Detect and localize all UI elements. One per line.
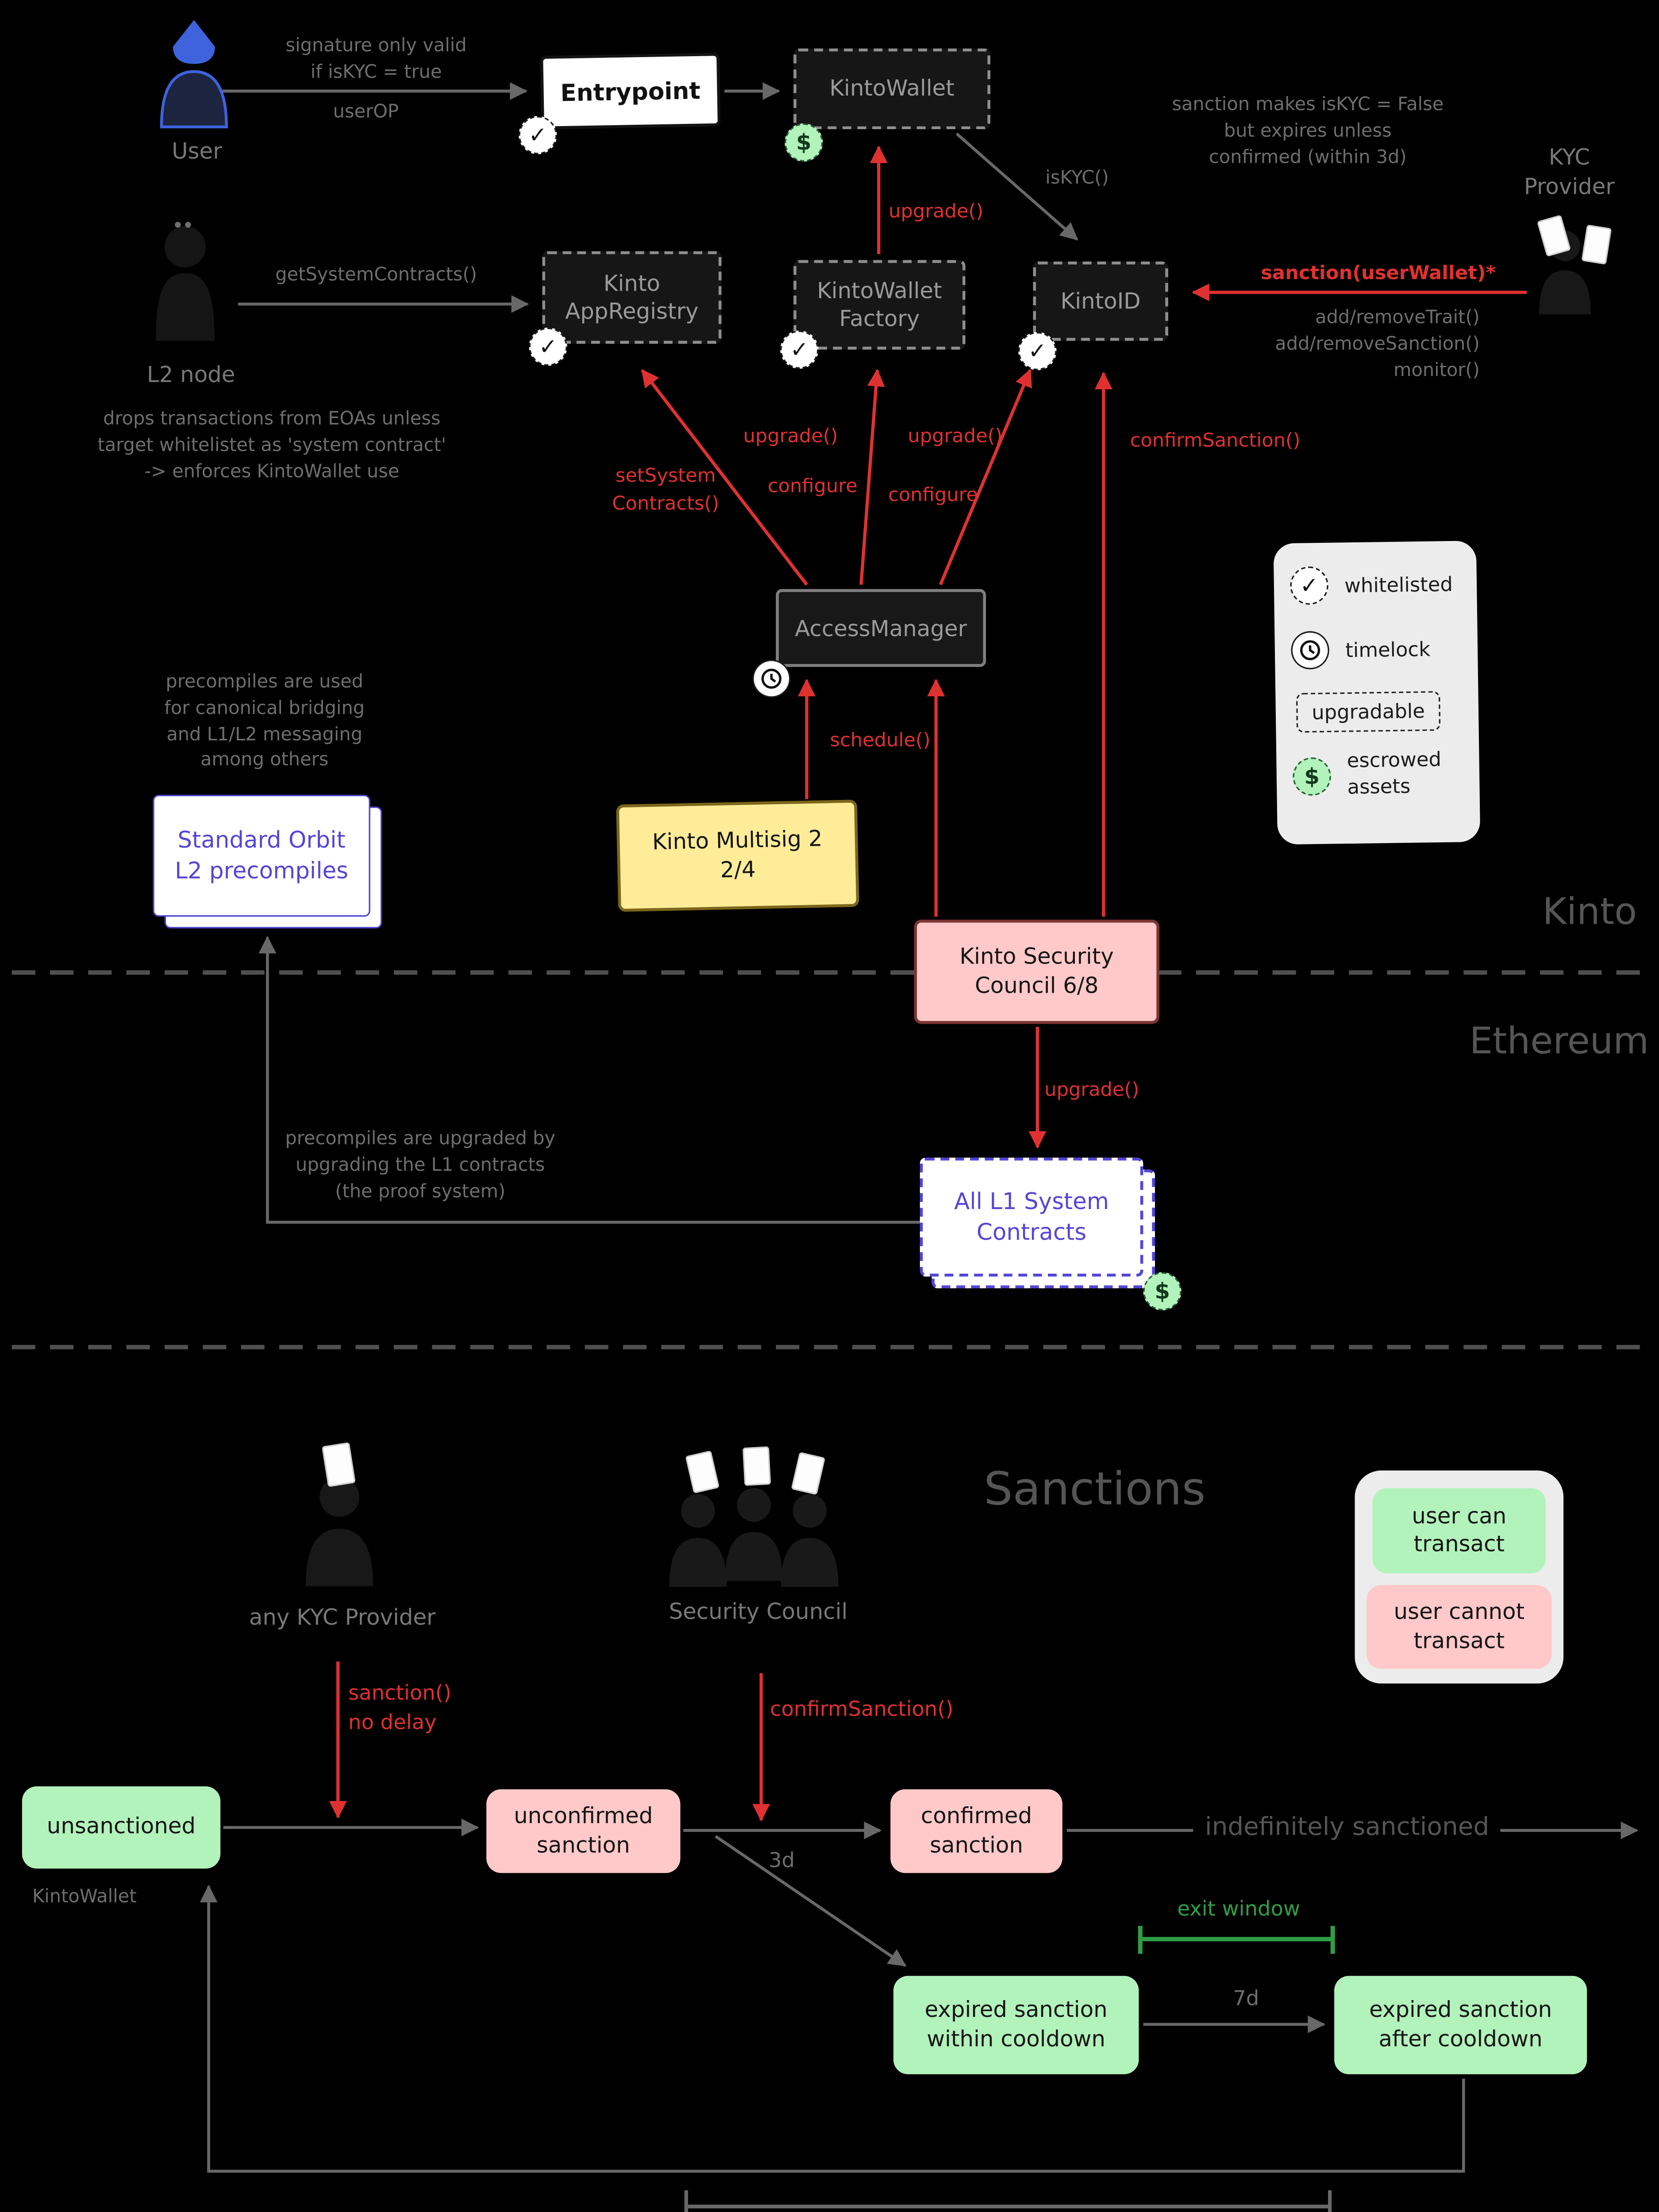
ethereum-section-label: Ethereum xyxy=(1469,1019,1649,1062)
legend-user-can-transact: user can transact xyxy=(1372,1488,1546,1574)
whitelisted-badge-icon: ✓ xyxy=(529,327,567,366)
timelock-badge-icon xyxy=(752,659,791,698)
sanctions-title: Sanctions xyxy=(984,1463,1206,1516)
whitelisted-badge-icon: ✓ xyxy=(1289,566,1329,605)
timelock-badge-icon xyxy=(1290,631,1330,670)
three-days-label: 3d xyxy=(768,1849,795,1873)
legend-escrowed-label: escrowed assets xyxy=(1347,748,1442,799)
precompiles-usage-note: precompiles are used for canonical bridg… xyxy=(164,670,365,770)
kintowallet-box: KintoWallet xyxy=(793,48,991,130)
any-kyc-provider-label: any KYC Provider xyxy=(249,1604,436,1631)
standard-orbit-label: Standard Orbit L2 precompiles xyxy=(153,795,370,917)
drops-transactions-note: drops transactions from EOAs unless targ… xyxy=(97,407,447,481)
legend-box: ✓ whitelisted timelock upgradable $ escr… xyxy=(1273,541,1481,845)
escrowed-assets-badge-icon: $ xyxy=(1292,757,1332,796)
sanction-no-delay-label: sanction() no delay xyxy=(348,1682,452,1736)
whitelisted-badge-icon: ✓ xyxy=(780,330,819,369)
kinto-id-box: KintoID xyxy=(1033,261,1168,341)
upgrade-wallet-label: upgrade() xyxy=(889,201,984,223)
check-glyph: ✓ xyxy=(1028,338,1047,365)
signature-note: signature only valid if isKYC = true xyxy=(285,34,467,82)
app-registry-box: Kinto AppRegistry xyxy=(542,251,722,344)
confirm-sanction-bottom-label: confirmSanction() xyxy=(770,1698,954,1722)
legend-whitelisted-label: whitelisted xyxy=(1344,573,1453,599)
upgrade-left-label: upgrade() xyxy=(743,426,838,448)
check-glyph: ✓ xyxy=(528,122,547,149)
user-icon xyxy=(160,20,228,129)
id-card-icon xyxy=(743,1446,771,1486)
upgrade-right-label: upgrade() xyxy=(908,426,1003,448)
state-unconfirmed-sanction: unconfirmed sanction xyxy=(486,1789,681,1873)
exit-window-label: exit window xyxy=(1177,1898,1301,1922)
kinto-section-label: Kinto xyxy=(1542,890,1637,933)
security-council-label: Security Council xyxy=(669,1598,848,1625)
legend-timelock-label: timelock xyxy=(1345,638,1431,663)
dollar-glyph: $ xyxy=(796,129,812,156)
check-glyph: ✓ xyxy=(539,333,558,360)
l2-node-icon xyxy=(155,222,215,341)
council-member-icon xyxy=(776,1486,843,1592)
standard-orbit-box: Standard Orbit L2 precompiles xyxy=(153,795,382,929)
confirm-sanction-label: confirmSanction() xyxy=(1130,430,1301,453)
escrowed-assets-badge-icon: $ xyxy=(1143,1272,1182,1310)
indefinitely-sanctioned-label: indefinitely sanctioned xyxy=(1193,1813,1501,1843)
security-council-box: Kinto Security Council 6/8 xyxy=(914,919,1159,1024)
check-glyph: ✓ xyxy=(790,336,809,363)
any-kyc-provider-icon xyxy=(300,1472,379,1590)
get-system-contracts-label: getSystemContracts() xyxy=(275,263,477,285)
schedule-label: schedule() xyxy=(830,730,931,753)
userop-label: userOP xyxy=(333,100,399,122)
escrowed-assets-badge-icon: $ xyxy=(785,123,823,162)
l1-system-contracts-box: All L1 System Contracts xyxy=(920,1157,1155,1289)
set-system-contracts-label: setSystem Contracts() xyxy=(612,465,720,516)
seven-days-label: 7d xyxy=(1233,1987,1259,2011)
check-glyph: ✓ xyxy=(1300,572,1319,599)
kyc-provider-label: KYC Provider xyxy=(1524,144,1615,199)
kintowallet-caption: KintoWallet xyxy=(32,1885,137,1907)
sanction-expiry-note: sanction makes isKYC = False but expires… xyxy=(1172,92,1444,167)
sanction-userwallet-label: sanction(userWallet)* xyxy=(1261,263,1496,285)
transact-legend-box: user can transact user cannot transact xyxy=(1355,1470,1564,1684)
state-expired-after-cooldown: expired sanction after cooldown xyxy=(1334,1976,1587,2074)
precompiles-upgraded-note: precompiles are upgraded by upgrading th… xyxy=(285,1126,555,1201)
clock-icon xyxy=(1300,640,1320,661)
dollar-glyph: $ xyxy=(1304,763,1320,790)
configure-left-label: configure xyxy=(767,476,858,498)
dollar-glyph: $ xyxy=(1155,1278,1170,1305)
user-label: User xyxy=(172,138,222,165)
state-confirmed-sanction: confirmed sanction xyxy=(890,1789,1062,1873)
wallet-factory-box: KintoWallet Factory xyxy=(793,260,966,350)
clock-icon xyxy=(761,668,781,689)
kyc-functions-note: add/removeTrait() add/removeSanction() m… xyxy=(1275,305,1480,380)
legend-user-cannot-transact: user cannot transact xyxy=(1366,1585,1552,1669)
whitelisted-badge-icon: ✓ xyxy=(519,116,557,154)
access-manager-box: AccessManager xyxy=(776,589,986,667)
state-unsanctioned: unsanctioned xyxy=(22,1786,221,1869)
l1-system-contracts-label: All L1 System Contracts xyxy=(920,1157,1143,1277)
upgrade-l1-label: upgrade() xyxy=(1044,1079,1139,1102)
entrypoint-box: Entrypoint xyxy=(540,53,721,130)
kinto-multisig-box: Kinto Multisig 2 2/4 xyxy=(616,799,859,912)
configure-right-label: configure xyxy=(888,484,978,507)
whitelisted-badge-icon: ✓ xyxy=(1018,332,1057,370)
iskyc-label: isKYC() xyxy=(1045,166,1109,188)
legend-upgradable-sample: upgradable xyxy=(1296,691,1441,733)
state-expired-within-cooldown: expired sanction within cooldown xyxy=(893,1976,1139,2074)
l2-node-label: L2 node xyxy=(146,361,235,388)
